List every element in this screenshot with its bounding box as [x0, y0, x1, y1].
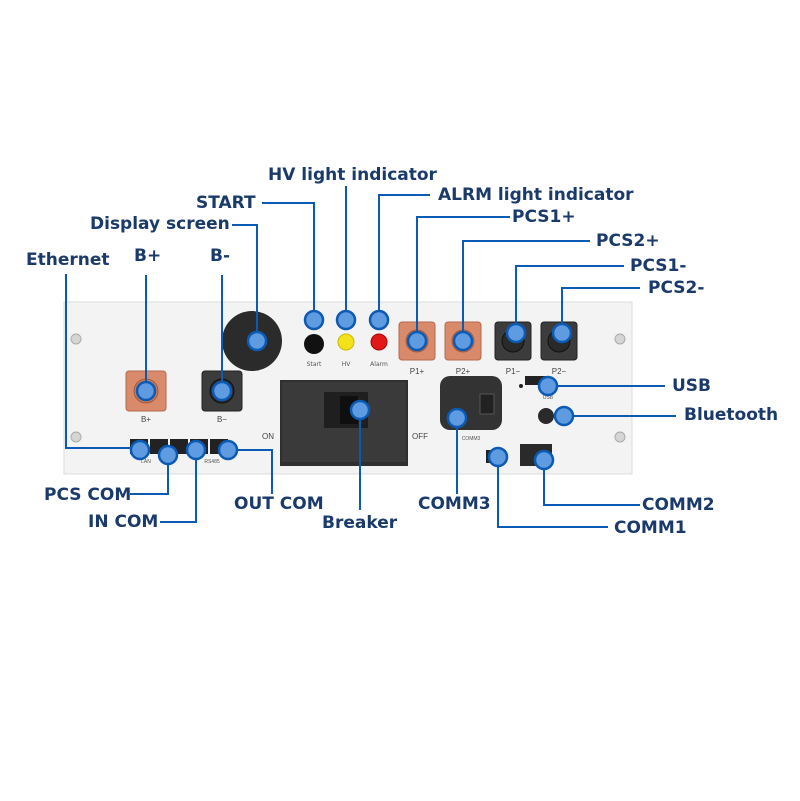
- breaker[interactable]: [280, 380, 408, 466]
- pcs1-minus-label: PCS1-: [630, 256, 687, 276]
- rs485-text: RS485: [204, 459, 220, 465]
- alrm-light-label: ALRM light indicator: [438, 185, 634, 205]
- in-com-label: IN COM: [88, 512, 159, 532]
- b-minus-text: B−: [217, 415, 227, 424]
- p1-minus-text: P1−: [506, 367, 521, 376]
- bluetooth-module: [538, 408, 554, 424]
- marker-dots: [129, 309, 575, 471]
- comm3-label: COMM3: [418, 494, 491, 514]
- hv-text: HV: [342, 361, 352, 368]
- pcs2-plus-label: PCS2+: [596, 231, 660, 251]
- pcs1-plus-label: PCS1+: [512, 207, 576, 227]
- bluetooth-label: Bluetooth: [684, 405, 779, 425]
- usb-text: USB: [543, 395, 554, 401]
- alarm-light: [370, 333, 388, 351]
- comm2-label: COMM2: [642, 495, 715, 515]
- p2-plus-text: P2+: [456, 367, 471, 376]
- pcs2-minus-label: PCS2-: [648, 278, 705, 298]
- b-minus-label: B-: [210, 246, 231, 266]
- comm1-label: COMM1: [614, 518, 687, 538]
- hv-light-label: HV light indicator: [268, 165, 437, 185]
- start-button[interactable]: [304, 334, 324, 354]
- hv-light: [337, 333, 355, 351]
- out-com-label: OUT COM: [234, 494, 324, 514]
- ethernet-label: Ethernet: [26, 250, 110, 270]
- on-text: ON: [262, 432, 274, 441]
- off-text: OFF: [412, 432, 428, 441]
- usb-label: USB: [672, 376, 712, 396]
- b-plus-label: B+: [134, 246, 162, 266]
- usb-led: [519, 384, 523, 388]
- lan-text: LAN: [141, 459, 151, 465]
- breaker-label: Breaker: [322, 513, 398, 533]
- start-label: START: [196, 193, 256, 213]
- mounting-holes: [70, 333, 626, 443]
- leader-lines: [65, 186, 676, 528]
- b-plus-text: B+: [141, 415, 151, 424]
- display-screen-label: Display screen: [90, 214, 230, 234]
- alarm-text: Alarm: [370, 361, 388, 368]
- comm3-text: COMM3: [462, 436, 481, 442]
- p2-minus-text: P2−: [552, 367, 567, 376]
- p1-plus-text: P1+: [410, 367, 425, 376]
- start-text: Start: [307, 361, 322, 368]
- pcs-com-label: PCS COM: [44, 485, 132, 505]
- usb-port[interactable]: [525, 376, 547, 385]
